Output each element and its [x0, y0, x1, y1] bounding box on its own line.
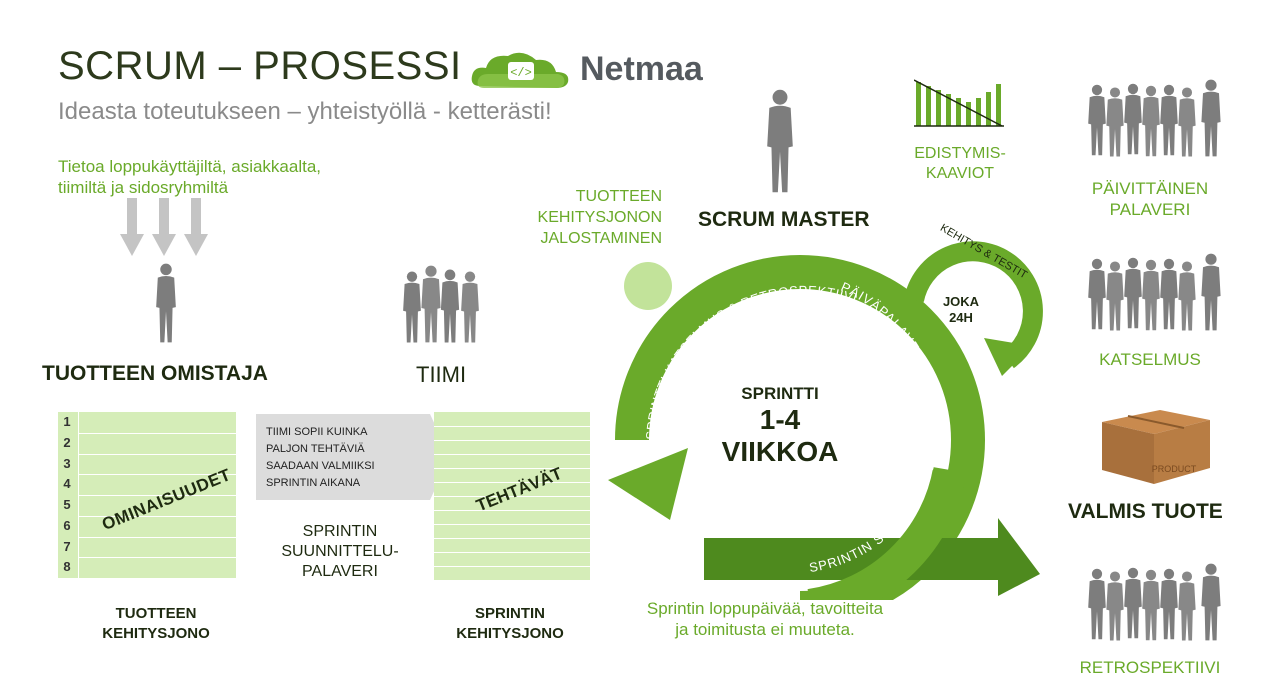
tasks-label: TEHTÄVÄT	[473, 463, 565, 516]
team-people-icon	[403, 265, 479, 343]
backlog-refinement-label: TUOTTEEN KEHITYSJONON JALOSTAMINEN	[537, 188, 662, 247]
retrospective-group-icon	[1088, 563, 1221, 641]
product-backlog-list: 1 2 3 4 5 6 7 8 OMINAISUUDET	[58, 412, 236, 578]
product-owner-label: TUOTTEEN OMISTAJA	[42, 362, 268, 385]
input-info: Tietoa loppukäyttäjiltä, asiakkaalta, ti…	[58, 157, 322, 197]
sprint-backlog-caption: SPRINTIN KEHITYSJONO	[456, 605, 564, 642]
sprint-backlog-list: TEHTÄVÄT	[434, 412, 590, 580]
svg-text:</>: </>	[510, 66, 532, 80]
review-group-icon	[1088, 253, 1221, 331]
sprint-center-label: SPRINTTI 1-4 VIIKKOA	[721, 384, 839, 467]
sprint-planning-caption: SPRINTIN SUUNNITTELU- PALAVERI	[281, 523, 399, 580]
finished-product-label: VALMIS TUOTE	[1068, 500, 1223, 523]
product-backlog-caption: TUOTTEEN KEHITYSJONO	[102, 605, 210, 642]
product-owner-person-icon	[156, 263, 176, 343]
progress-charts-label: EDISTYMIS- KAAVIOT	[914, 145, 1006, 182]
logo-text: Netmaa	[580, 50, 703, 88]
every-24h-label: JOKA 24H	[942, 294, 980, 325]
scrum-master-person-icon	[767, 89, 793, 193]
team-label: TIIMI	[416, 362, 467, 387]
daily-meeting-group-icon	[1088, 79, 1221, 157]
sprint-note: Sprintin loppupäivää, tavoitteita ja toi…	[646, 599, 884, 639]
backlog-number-column: 1 2 3 4 5 6 7 8	[63, 414, 71, 575]
daily-meeting-label: PÄIVITTÄINEN PALAVERI	[1091, 179, 1209, 219]
review-label: KATSELMUS	[1099, 350, 1201, 369]
page-title: SCRUM – PROSESSI	[58, 44, 462, 88]
refinement-dot	[624, 262, 672, 310]
retrospective-label: RETROSPEKTIIVI	[1079, 658, 1221, 677]
product-box-icon: PRODUCT	[1102, 410, 1210, 484]
netmaa-cloud-logo-icon: </>	[471, 52, 569, 88]
down-arrows-icon	[120, 198, 208, 256]
planning-description: TIIMI SOPII KUINKA PALJON TEHTÄVIÄ SAADA…	[266, 426, 375, 489]
page-subtitle: Ideasta toteutukseen – yhteistyöllä - ke…	[58, 98, 552, 125]
svg-text:PRODUCT: PRODUCT	[1152, 464, 1197, 474]
ring-arrowhead	[608, 448, 688, 520]
daily-loop	[904, 241, 1043, 369]
scrum-master-label: SCRUM MASTER	[698, 208, 870, 231]
sprint-cycle-diagram: SPRINTTI KATSELMUS & RETROSPEKTIIVI PÄIV…	[608, 241, 1043, 600]
burndown-chart-icon	[914, 79, 1004, 127]
planning-arrow-shape	[256, 414, 450, 500]
exit-arrow	[704, 518, 1040, 596]
features-label: OMINAISUUDET	[99, 465, 234, 535]
